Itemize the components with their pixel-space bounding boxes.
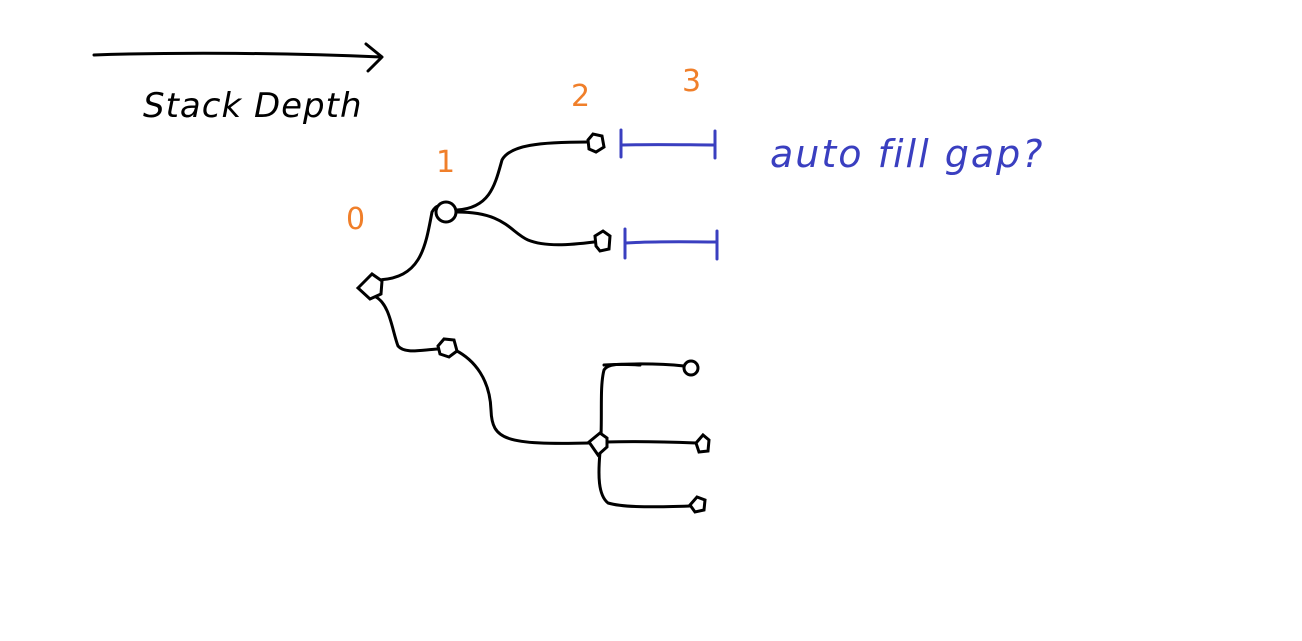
node-leaf-2 — [694, 432, 711, 454]
node-root — [355, 272, 384, 301]
edge-lower-to-hub — [453, 348, 592, 445]
depth-label-2: 2 — [571, 79, 590, 114]
node-depth2-top — [586, 132, 606, 154]
node-leaf-1 — [682, 359, 700, 377]
node-depth2-mid — [593, 229, 612, 253]
node-depth2-hub — [586, 431, 609, 458]
edge-root-to-upper — [376, 204, 447, 282]
stack-depth-caption: Stack Depth — [143, 86, 363, 126]
node-depth1-lower — [436, 337, 459, 359]
node-depth1-upper — [434, 200, 458, 224]
edge-upper-to-mid — [455, 210, 596, 247]
edge-root-to-lower — [374, 295, 440, 353]
edge-hub-to-leaf-3 — [597, 450, 692, 509]
depth-label-3: 3 — [682, 64, 701, 99]
depth-label-1: 1 — [436, 145, 455, 180]
depth-label-0: 0 — [346, 202, 365, 237]
node-leaf-3 — [688, 495, 707, 514]
tree-nodes — [355, 132, 711, 514]
tree-edges — [374, 140, 698, 509]
stack-depth-arrow — [92, 42, 384, 73]
edge-hub-vertical — [599, 362, 642, 438]
gap-marker-top — [619, 128, 717, 160]
edge-hub-to-leaf-1 — [602, 362, 686, 368]
gap-annotation: auto fill gap? — [770, 132, 1044, 176]
edge-hub-to-leaf-2 — [604, 440, 698, 445]
edge-upper-to-top — [455, 140, 590, 212]
gap-marker-mid — [623, 227, 719, 261]
